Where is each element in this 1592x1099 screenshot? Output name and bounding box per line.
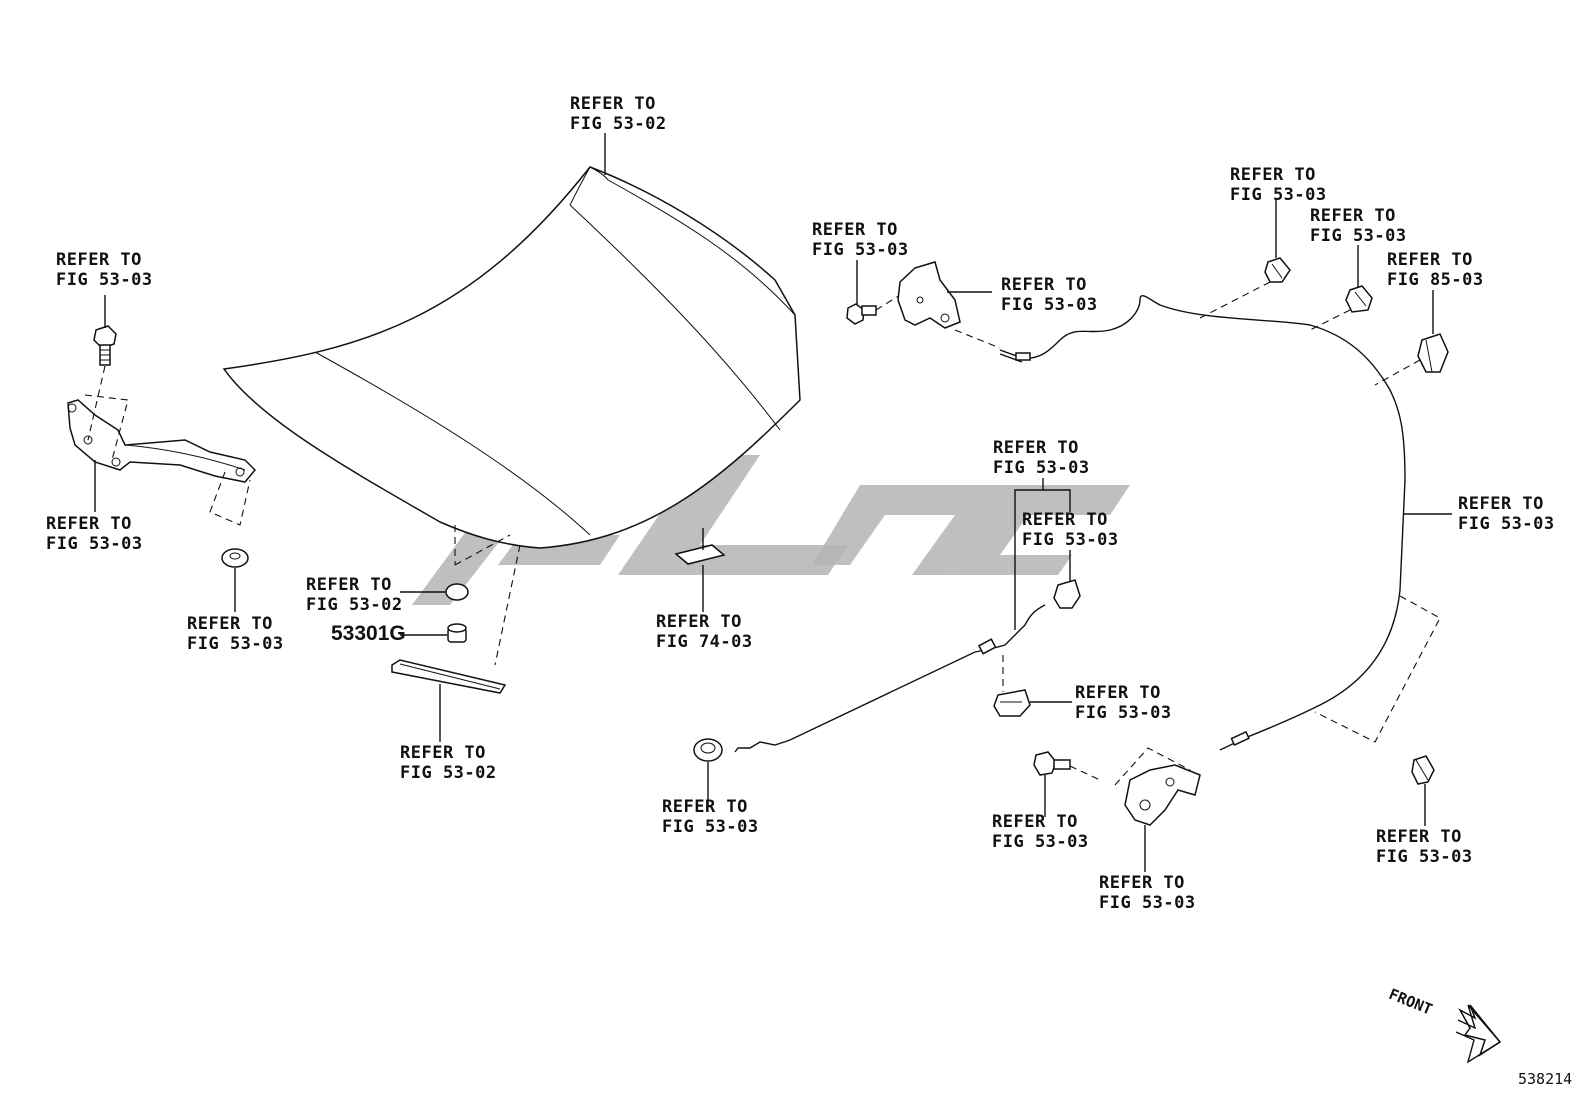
label-hinge-refer[interactable]: REFER TO FIG 53-03	[46, 514, 143, 554]
label-latch-bolt-refer[interactable]: REFER TO FIG 53-03	[992, 812, 1089, 852]
label-caution-label-refer[interactable]: REFER TO FIG 74-03	[656, 612, 753, 652]
label-clip-3-refer[interactable]: REFER TO FIG 85-03	[1387, 250, 1484, 290]
hood-lock-bracket[interactable]	[897, 261, 961, 329]
release-lever-cable[interactable]	[734, 604, 1046, 753]
hood-release-cable[interactable]	[999, 295, 1406, 751]
hood-seal-ring[interactable]	[445, 583, 469, 601]
label-hood-seal-refer[interactable]: REFER TO FIG 53-02	[400, 743, 497, 783]
lever-grommet[interactable]	[693, 738, 723, 762]
release-lever-handle[interactable]	[993, 689, 1031, 717]
hood-hinge-left[interactable]	[67, 399, 257, 483]
figure-id: 538214	[1518, 1070, 1573, 1088]
hood-latch[interactable]	[1124, 764, 1201, 826]
label-clip-bottom-right-refer[interactable]: REFER TO FIG 53-03	[1376, 827, 1473, 867]
label-lever-handle-refer[interactable]: REFER TO FIG 53-03	[1075, 683, 1172, 723]
label-lever-clip-refer[interactable]: REFER TO FIG 53-03	[1022, 510, 1119, 550]
cable-clip-bottom-right[interactable]	[1411, 755, 1435, 785]
label-seal-ring-refer[interactable]: REFER TO FIG 53-02	[306, 575, 403, 615]
label-clip-1-refer[interactable]: REFER TO FIG 53-03	[1230, 165, 1327, 205]
hood-cushion-53301g[interactable]	[447, 623, 467, 643]
cable-clip-1[interactable]	[1264, 257, 1291, 283]
label-latch-refer[interactable]: REFER TO FIG 53-03	[1099, 873, 1196, 913]
hood-caution-label[interactable]	[674, 544, 726, 565]
label-lock-bracket-refer[interactable]: REFER TO FIG 53-03	[1001, 275, 1098, 315]
hood-panel[interactable]	[222, 166, 801, 549]
latch-bolt[interactable]	[1033, 751, 1071, 776]
hinge-cushion[interactable]	[221, 548, 249, 568]
part-number-53301g[interactable]: 53301G	[331, 622, 406, 645]
label-clip-2-refer[interactable]: REFER TO FIG 53-03	[1310, 206, 1407, 246]
hood-lock-bolt[interactable]	[846, 303, 877, 325]
label-hinge-bolt-refer[interactable]: REFER TO FIG 53-03	[56, 250, 153, 290]
label-lock-bolt-refer[interactable]: REFER TO FIG 53-03	[812, 220, 909, 260]
front-arrow-icon	[1455, 1004, 1502, 1064]
label-lever-group-refer[interactable]: REFER TO FIG 53-03	[993, 438, 1090, 478]
cable-clip-2[interactable]	[1345, 285, 1373, 313]
label-hinge-cushion-refer[interactable]: REFER TO FIG 53-03	[187, 614, 284, 654]
hood-seal-strip[interactable]	[391, 659, 507, 694]
label-cable-refer[interactable]: REFER TO FIG 53-03	[1458, 494, 1555, 534]
label-hood-refer[interactable]: REFER TO FIG 53-02	[570, 94, 667, 134]
cable-clip-3[interactable]	[1417, 333, 1449, 373]
lever-cable-clip[interactable]	[1053, 579, 1081, 609]
hinge-bolt[interactable]	[93, 325, 117, 366]
label-grommet-refer[interactable]: REFER TO FIG 53-03	[662, 797, 759, 837]
